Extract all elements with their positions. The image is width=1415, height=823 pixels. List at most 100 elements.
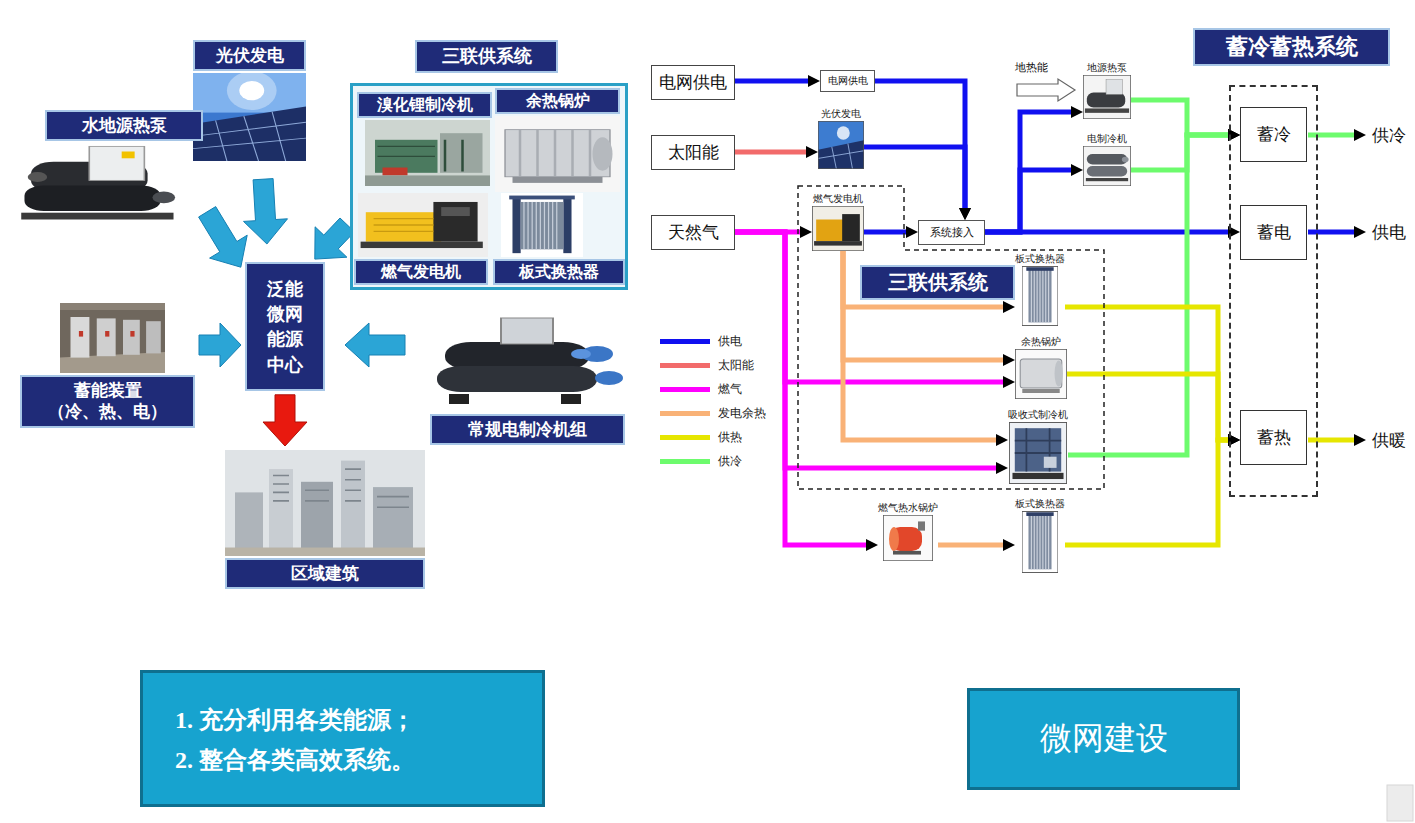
- process-box: 系统接入: [918, 220, 985, 245]
- system-panel: 三联供系统溴化锂制冷机余热锅炉燃气发电机板式换热器: [350, 83, 628, 290]
- label-badge: 燃气发电机: [354, 259, 488, 285]
- illustration-part: [1015, 349, 1067, 399]
- illustration-part: [918, 521, 925, 530]
- illustration-part: [501, 193, 583, 257]
- dashed-group: 蓄冷蓄热系统蓄冷蓄电蓄热: [1229, 85, 1318, 497]
- illustration-part: [105, 331, 109, 337]
- illustration-part: [495, 116, 620, 192]
- illustration-part: [1022, 511, 1058, 573]
- arrow-head: [906, 226, 918, 238]
- illustration-part: [883, 515, 933, 561]
- text-line: 能源: [267, 326, 303, 351]
- illustration-part: [24, 186, 160, 212]
- legend-swatch: [660, 387, 710, 392]
- equipment-card: 蓄能装置 （冷、热、电）: [20, 303, 195, 428]
- illustration-part: [71, 317, 90, 358]
- illustration-part: [152, 192, 175, 204]
- flow-line: [735, 232, 1006, 382]
- equipment-picture: [225, 450, 425, 556]
- illustration-part: [1026, 512, 1053, 516]
- equipment-card: 常规电制冷机组: [425, 312, 625, 445]
- connector: [875, 81, 971, 220]
- hub-label: 泛能 微网 能源 中心: [264, 276, 305, 377]
- equipment-label: 光伏发电: [821, 108, 861, 120]
- connector: [1067, 374, 1240, 446]
- illustration-part: [21, 213, 173, 220]
- illustration-part: [97, 318, 116, 356]
- illustration-part: [890, 527, 922, 551]
- equipment-picture: [1009, 422, 1067, 484]
- block-arrow: [199, 207, 248, 268]
- legend-row: 太阳能: [660, 355, 780, 375]
- label-badge: 水地源热泵: [45, 110, 203, 141]
- legend-text: 发电余热: [718, 403, 766, 423]
- equipment-label: 地源热泵: [1087, 62, 1127, 74]
- illustration-part: [374, 219, 434, 232]
- illustration-part: [1022, 511, 1058, 573]
- illustration-part: [521, 202, 564, 249]
- illustration-part: [89, 147, 144, 181]
- equipment-label: 板式换热器: [1015, 253, 1065, 265]
- arrow-head: [1071, 164, 1083, 176]
- connector: [735, 232, 1015, 388]
- illustration-part: [60, 303, 165, 373]
- flow-line: [1068, 135, 1231, 455]
- arrow-head: [1071, 106, 1083, 118]
- storage-box: 蓄电: [1240, 205, 1307, 260]
- connector: [1065, 307, 1240, 446]
- illustration-part: [1015, 428, 1061, 471]
- storage-box: 蓄冷: [1240, 107, 1307, 162]
- illustration-part: [1083, 146, 1131, 186]
- illustration-part: [1031, 270, 1048, 323]
- corner-tab: [1387, 785, 1413, 821]
- arrow-head: [1354, 129, 1366, 141]
- arrow-head: [996, 462, 1008, 474]
- illustration-part: [1028, 515, 1051, 570]
- legend-text: 燃气: [718, 379, 742, 399]
- illustration-part: [341, 461, 365, 551]
- side-label: 供冷: [1372, 124, 1406, 147]
- connector: [864, 226, 918, 238]
- label-badge: 蓄能装置 （冷、热、电）: [20, 375, 195, 428]
- connector: [1068, 129, 1240, 455]
- equipment-card: 区域建筑: [225, 450, 425, 589]
- connector: [985, 164, 1083, 232]
- equipment-card: 水地源热泵: [18, 110, 203, 228]
- equipment-picture: [60, 303, 165, 373]
- text-line: 中心: [267, 352, 303, 377]
- equipment-picture: [1015, 349, 1067, 399]
- legend-swatch: [660, 339, 710, 344]
- illustration-part: [837, 126, 850, 139]
- label-badge: 余热锅炉: [495, 88, 620, 114]
- illustration-part: [818, 121, 864, 169]
- equipment-picture: [425, 312, 625, 412]
- illustration-part: [273, 469, 409, 507]
- illustration-part: [60, 303, 165, 310]
- flow-line: [985, 230, 1231, 235]
- connector: [345, 323, 405, 367]
- flow-line: [1065, 307, 1231, 440]
- illustration-part: [1086, 178, 1128, 181]
- box-label: 蓄冷: [1257, 123, 1291, 146]
- arrow-head: [1003, 354, 1015, 366]
- illustration-part: [1009, 422, 1067, 484]
- illustration-part: [122, 152, 135, 159]
- connector: [985, 106, 1083, 232]
- title-box: 微网建设: [967, 688, 1240, 790]
- box-label: 蓄热: [1257, 426, 1291, 449]
- text-line: 蓄能装置: [74, 380, 142, 401]
- equipment-icon: 地源热泵: [1083, 62, 1131, 119]
- box-label: 蓄电: [1257, 221, 1291, 244]
- arrow-head: [808, 75, 820, 87]
- equipment-card: 板式换热器: [493, 193, 625, 285]
- block-arrow: [263, 395, 307, 446]
- illustration-part: [365, 175, 490, 186]
- note-box: 1. 充分利用各类能源；2. 整合各类高效系统。: [140, 670, 545, 807]
- illustration-part: [520, 130, 590, 177]
- flow-line: [938, 543, 1006, 548]
- equipment-picture: [358, 193, 488, 257]
- illustration-part: [1122, 157, 1129, 163]
- equipment-icon: 余热锅炉: [1015, 336, 1067, 399]
- illustration-part: [593, 137, 613, 170]
